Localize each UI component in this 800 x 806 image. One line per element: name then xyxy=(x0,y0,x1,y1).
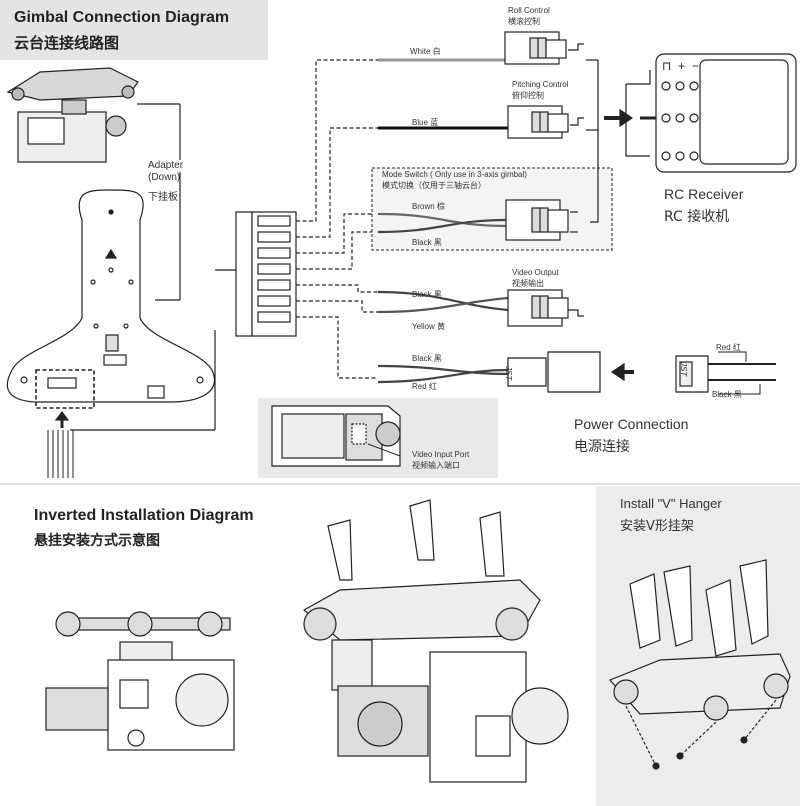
rc-receiver-label: RC Receiver xyxy=(664,186,744,202)
camera-video-port-icon xyxy=(271,405,401,467)
wire-black-label-3: Black 黑 xyxy=(412,354,442,363)
adapter-label-line2: (Down) xyxy=(148,172,181,183)
video-output-label-zh: 视频输出 xyxy=(512,279,544,288)
power-connection-label: Power Connection xyxy=(574,416,689,432)
svg-text:⊓: ⊓ xyxy=(662,59,671,73)
adapter-label-zh: 下挂板 xyxy=(148,192,178,203)
wire-brown-label: Brown 棕 xyxy=(412,202,445,211)
inverted-installation-title-zh: 悬挂安装方式示意图 xyxy=(34,533,160,549)
wire-black-label-1: Black 黑 xyxy=(412,238,442,247)
gimbal-connection-title-zh: 云台连接线路图 xyxy=(14,34,120,52)
power-connection-label-zh: 电源连接 xyxy=(574,439,630,455)
wire-white-label: White 白 xyxy=(410,47,441,56)
connector-block-icon xyxy=(235,211,297,337)
svg-text:+: + xyxy=(678,59,685,73)
v-hanger-title: Install "V" Hanger xyxy=(620,496,722,511)
inverted-gimbal-small-icon xyxy=(45,611,235,751)
video-input-port-label: Video Input Port xyxy=(412,450,470,459)
mode-switch-plug-icon xyxy=(505,199,569,241)
power-black-label: Black 黑 xyxy=(712,390,742,399)
rc-receiver-icon xyxy=(655,53,797,173)
jst-label-right: JST xyxy=(679,362,688,377)
pitching-control-label: Pitching Control xyxy=(512,80,569,89)
inverted-installation-title: Inverted Installation Diagram xyxy=(34,507,254,524)
roll-control-plug-icon xyxy=(504,31,567,65)
video-output-label: Video Output xyxy=(512,268,559,277)
mode-switch-label-zh: 模式切换（仅用于三轴云台） xyxy=(382,181,486,190)
jst-label-left: JST xyxy=(504,366,513,381)
v-hanger-title-zh: 安装V形挂架 xyxy=(620,519,694,534)
gimbal-camera-icon xyxy=(6,67,139,163)
wire-blue-label: Blue 蓝 xyxy=(412,118,439,127)
v-hanger-icon xyxy=(608,559,791,770)
video-output-plug-icon xyxy=(507,289,569,327)
pitching-control-label-zh: 俯仰控制 xyxy=(512,91,544,100)
rc-receiver-label-zh: RC 接收机 xyxy=(664,209,730,225)
inverted-gimbal-large-icon xyxy=(302,499,569,783)
svg-text:−: − xyxy=(692,59,699,73)
jst-plug-icon xyxy=(507,351,601,393)
adapter-plate-icon xyxy=(6,189,215,409)
roll-control-label-zh: 横滚控制 xyxy=(508,17,540,26)
wire-red-label: Red 红 xyxy=(412,382,437,391)
gimbal-connection-title: Gimbal Connection Diagram xyxy=(14,9,230,26)
mode-switch-label: Mode Switch ( Only use in 3-axis gimbal) xyxy=(382,170,527,179)
power-connector-icon xyxy=(675,355,776,393)
roll-control-label: Roll Control xyxy=(508,6,550,15)
wire-black-label-2: Black 黑 xyxy=(412,290,442,299)
power-red-label: Red 红 xyxy=(716,343,741,352)
pitch-control-plug-icon xyxy=(507,105,569,139)
title-banner xyxy=(0,0,268,60)
video-input-port-label-zh: 视频输入端口 xyxy=(412,461,460,470)
adapter-label-line1: Adapter xyxy=(148,160,184,171)
wire-yellow-label: Yellow 黄 xyxy=(412,322,446,331)
